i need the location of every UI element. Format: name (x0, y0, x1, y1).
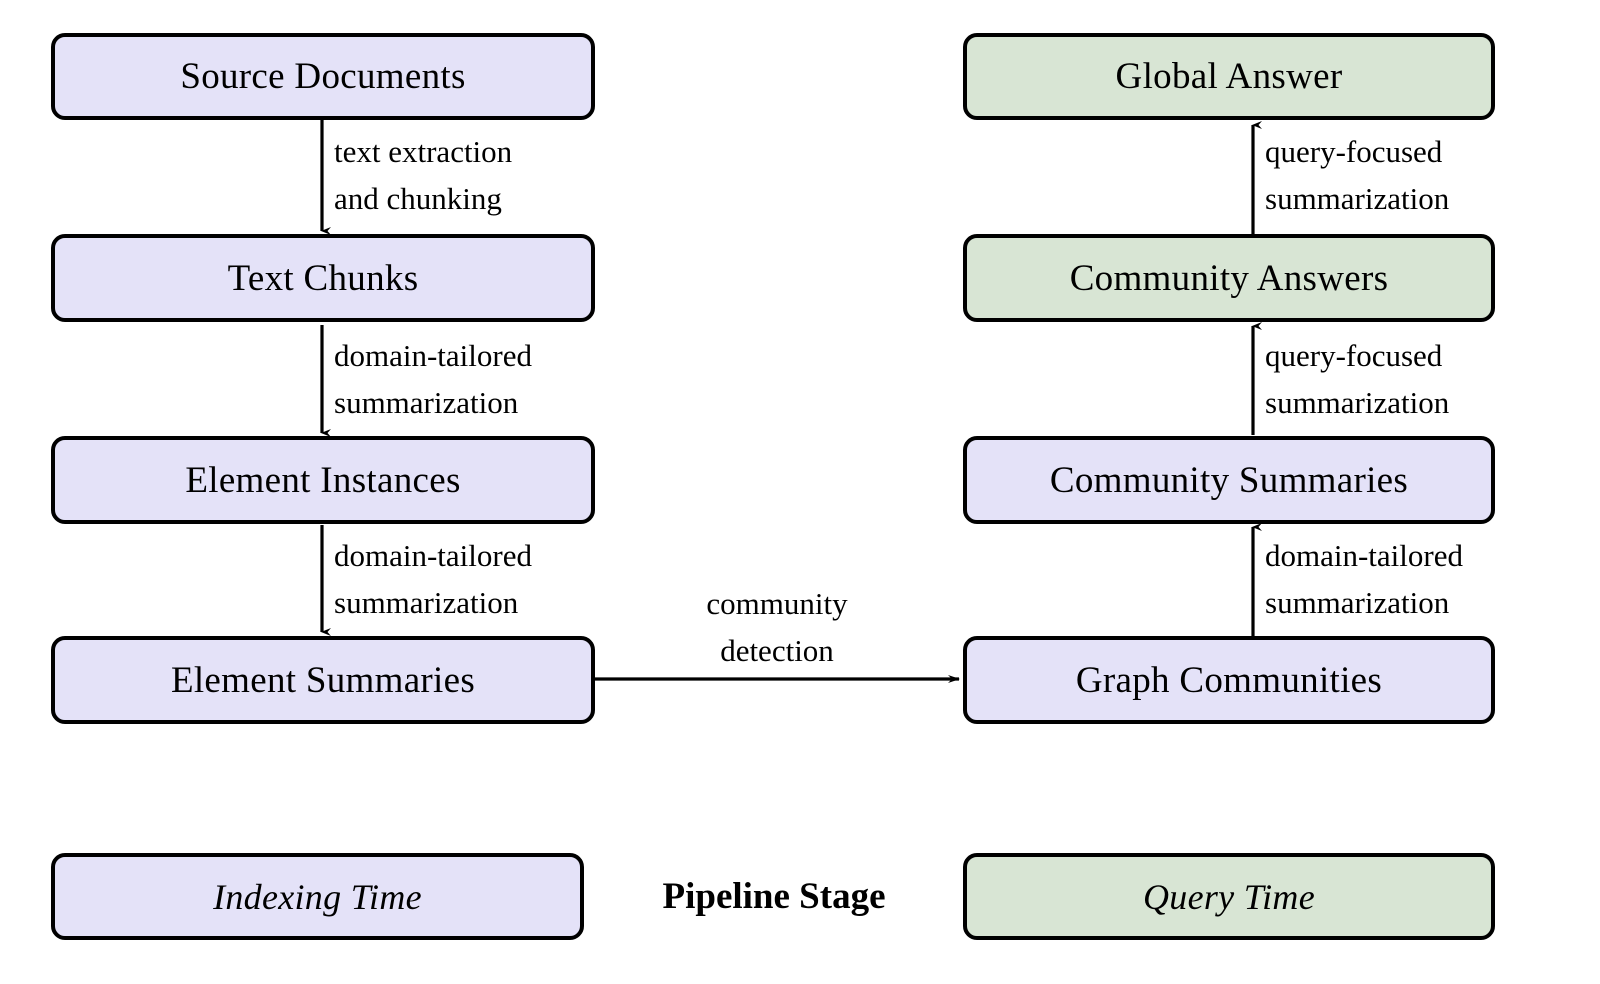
edge-label-line-1: query-focused (1265, 338, 1443, 373)
node-global-answer[interactable]: Global Answer (963, 33, 1495, 120)
node-graph-communities[interactable]: Graph Communities (963, 636, 1495, 724)
node-graph-communities-label: Graph Communities (1075, 659, 1383, 701)
edge-label-domain-summarization-3: domain-tailored summarization (1265, 532, 1463, 626)
node-community-summaries-label: Community Summaries (1049, 459, 1409, 501)
edge-label-line-1: domain-tailored (1265, 538, 1463, 573)
node-text-chunks[interactable]: Text Chunks (51, 234, 595, 322)
pipeline-stage-caption: Pipeline Stage (662, 876, 886, 917)
edge-label-line-2: and chunking (334, 181, 502, 216)
edge-label-domain-summarization-1: domain-tailored summarization (334, 332, 532, 426)
edge-label-line-1: query-focused (1265, 134, 1443, 169)
node-element-summaries-label: Element Summaries (170, 659, 476, 701)
node-global-answer-label: Global Answer (1115, 56, 1343, 97)
edge-label-line-1: community (706, 586, 848, 621)
edge-label-line-2: detection (720, 633, 834, 668)
node-text-chunks-label: Text Chunks (227, 257, 419, 299)
node-source-documents-label: Source Documents (180, 56, 466, 97)
node-source-documents[interactable]: Source Documents (51, 33, 595, 120)
edge-label-line-2: summarization (334, 385, 519, 420)
edge-label-line-1: domain-tailored (334, 338, 532, 373)
edge-label-text-extraction: text extraction and chunking (334, 128, 512, 222)
edge-label-line-2: summarization (1265, 585, 1450, 620)
node-community-summaries[interactable]: Community Summaries (963, 436, 1495, 524)
node-community-answers-label: Community Answers (1069, 257, 1389, 299)
legend-indexing-time-label: Indexing Time (213, 876, 422, 917)
node-element-instances-label: Element Instances (185, 459, 461, 501)
node-element-summaries[interactable]: Element Summaries (51, 636, 595, 724)
edge-label-domain-summarization-2: domain-tailored summarization (334, 532, 532, 626)
legend-indexing-time[interactable]: Indexing Time (51, 853, 584, 940)
edge-label-community-detection: community detection (617, 580, 937, 674)
node-community-answers[interactable]: Community Answers (963, 234, 1495, 322)
node-element-instances[interactable]: Element Instances (51, 436, 595, 524)
edge-label-line-1: text extraction (334, 134, 513, 169)
legend-query-time-label: Query Time (1143, 876, 1315, 917)
legend-query-time[interactable]: Query Time (963, 853, 1495, 940)
edge-label-line-1: domain-tailored (334, 538, 532, 573)
edge-label-line-2: summarization (1265, 181, 1450, 216)
edge-label-line-2: summarization (1265, 385, 1450, 420)
edge-label-line-2: summarization (334, 585, 519, 620)
edge-label-query-summarization-1: query-focused summarization (1265, 128, 1449, 222)
edge-label-query-summarization-2: query-focused summarization (1265, 332, 1449, 426)
